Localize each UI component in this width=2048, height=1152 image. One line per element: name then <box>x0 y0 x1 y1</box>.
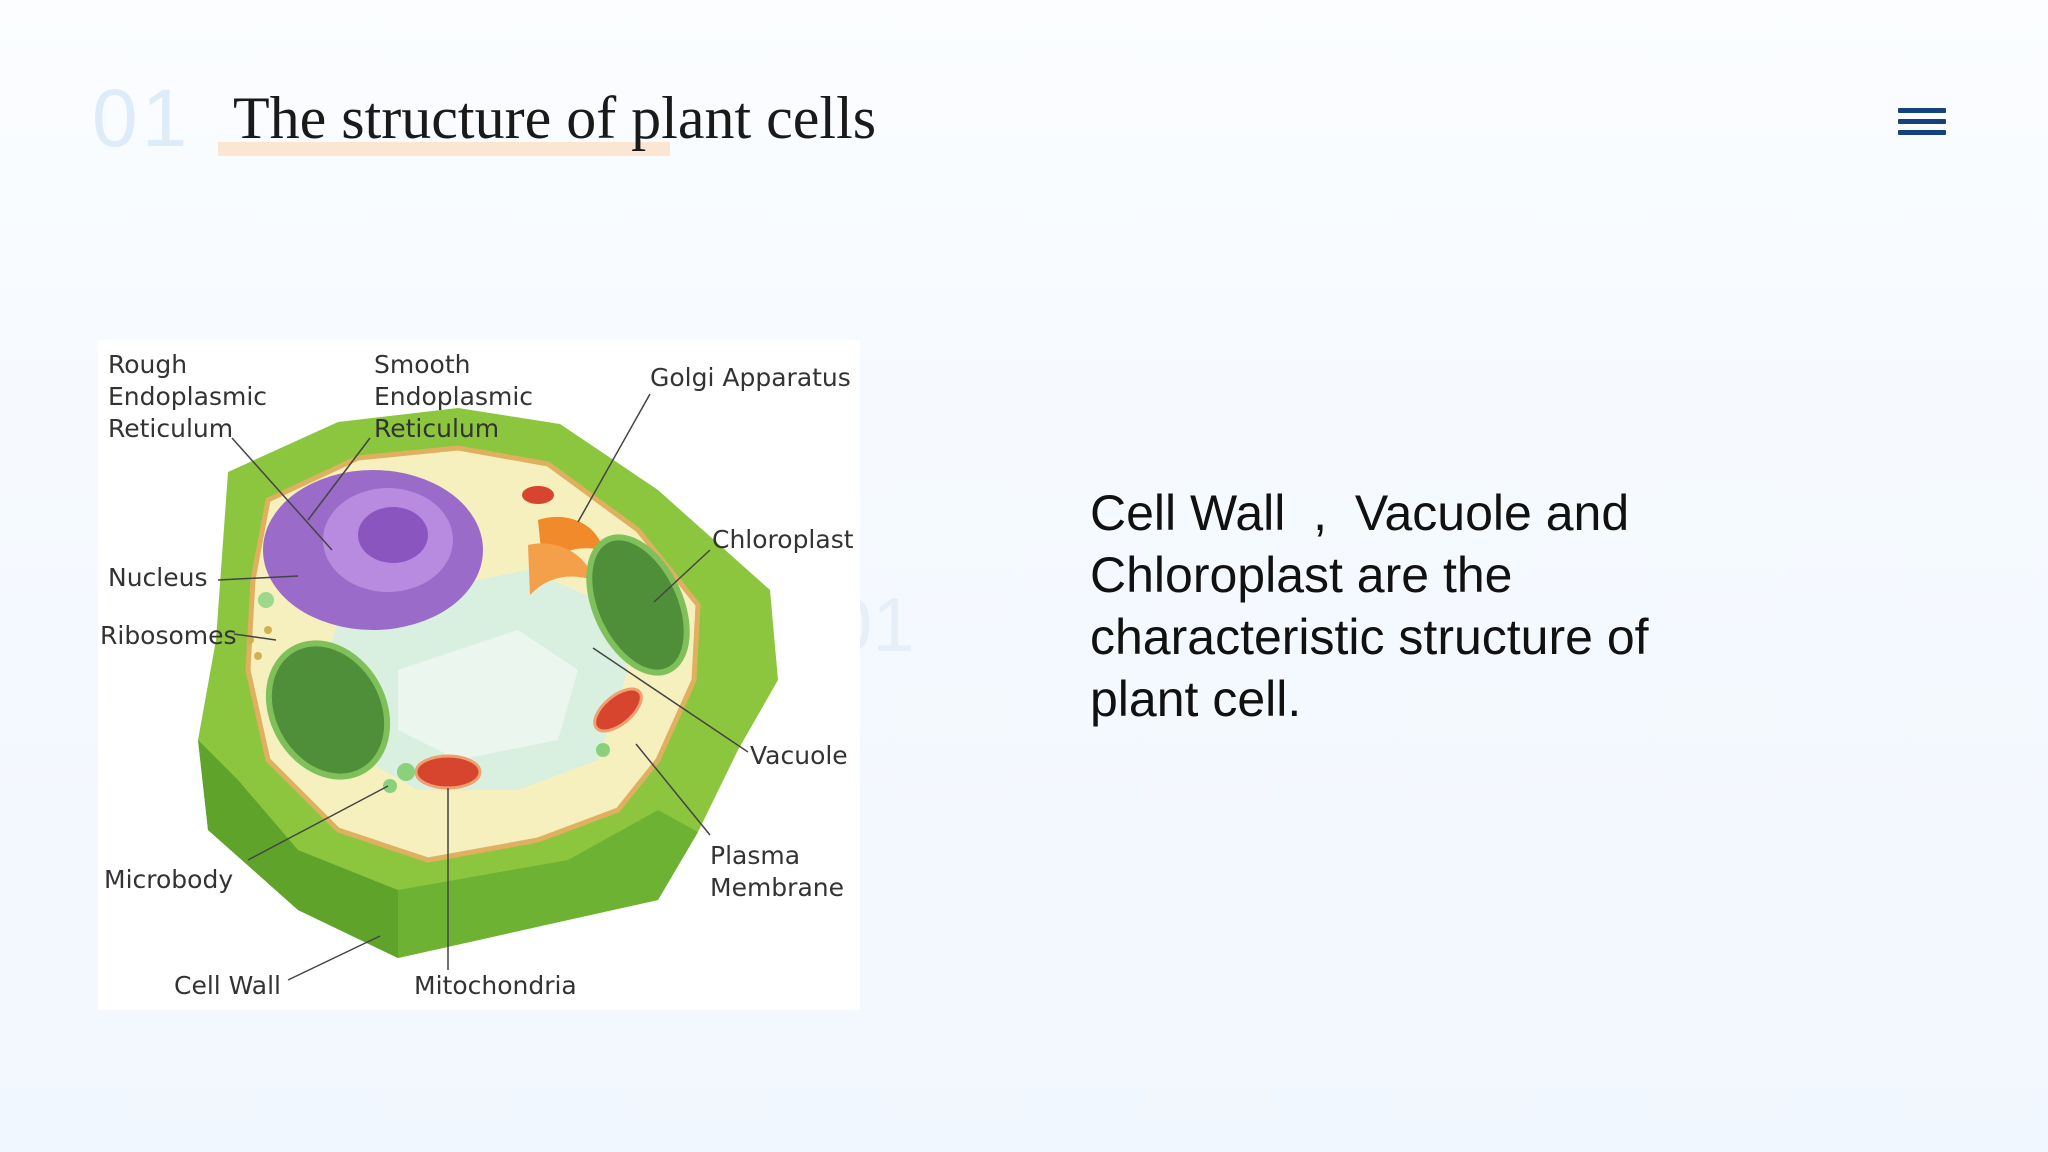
mitochondria-shape <box>414 754 482 790</box>
chloroplast-shape <box>586 534 690 676</box>
label-microbody: Microbody <box>104 865 233 894</box>
plant-cell-illustration: Rough Endoplasmic Reticulum Smooth Endop… <box>100 350 854 1000</box>
description-text: Cell Wall , Vacuole and Chloroplast are … <box>1090 485 1649 727</box>
label-mitochondria: Mitochondria <box>414 971 577 1000</box>
label-chloroplast: Chloroplast <box>712 525 854 554</box>
label-plasma-membrane: Plasma Membrane <box>710 841 844 902</box>
title-underline <box>218 142 670 156</box>
plant-cell-diagram: Rough Endoplasmic Reticulum Smooth Endop… <box>98 340 860 1010</box>
page-title: The structure of plant cells <box>233 85 877 151</box>
label-cell-wall: Cell Wall <box>174 971 281 1000</box>
label-rough-er: Rough Endoplasmic Reticulum <box>108 350 275 443</box>
hamburger-menu-icon[interactable] <box>1898 108 1946 140</box>
label-ribosomes: Ribosomes <box>100 621 237 650</box>
slide-number: 01 <box>92 73 192 164</box>
label-smooth-er: Smooth Endoplasmic Reticulum <box>374 350 541 443</box>
cell-wall-front-right <box>398 810 698 958</box>
cell-wall-front <box>198 740 398 958</box>
label-vacuole: Vacuole <box>750 741 848 770</box>
label-golgi: Golgi Apparatus <box>650 363 851 392</box>
label-nucleus: Nucleus <box>108 563 208 592</box>
